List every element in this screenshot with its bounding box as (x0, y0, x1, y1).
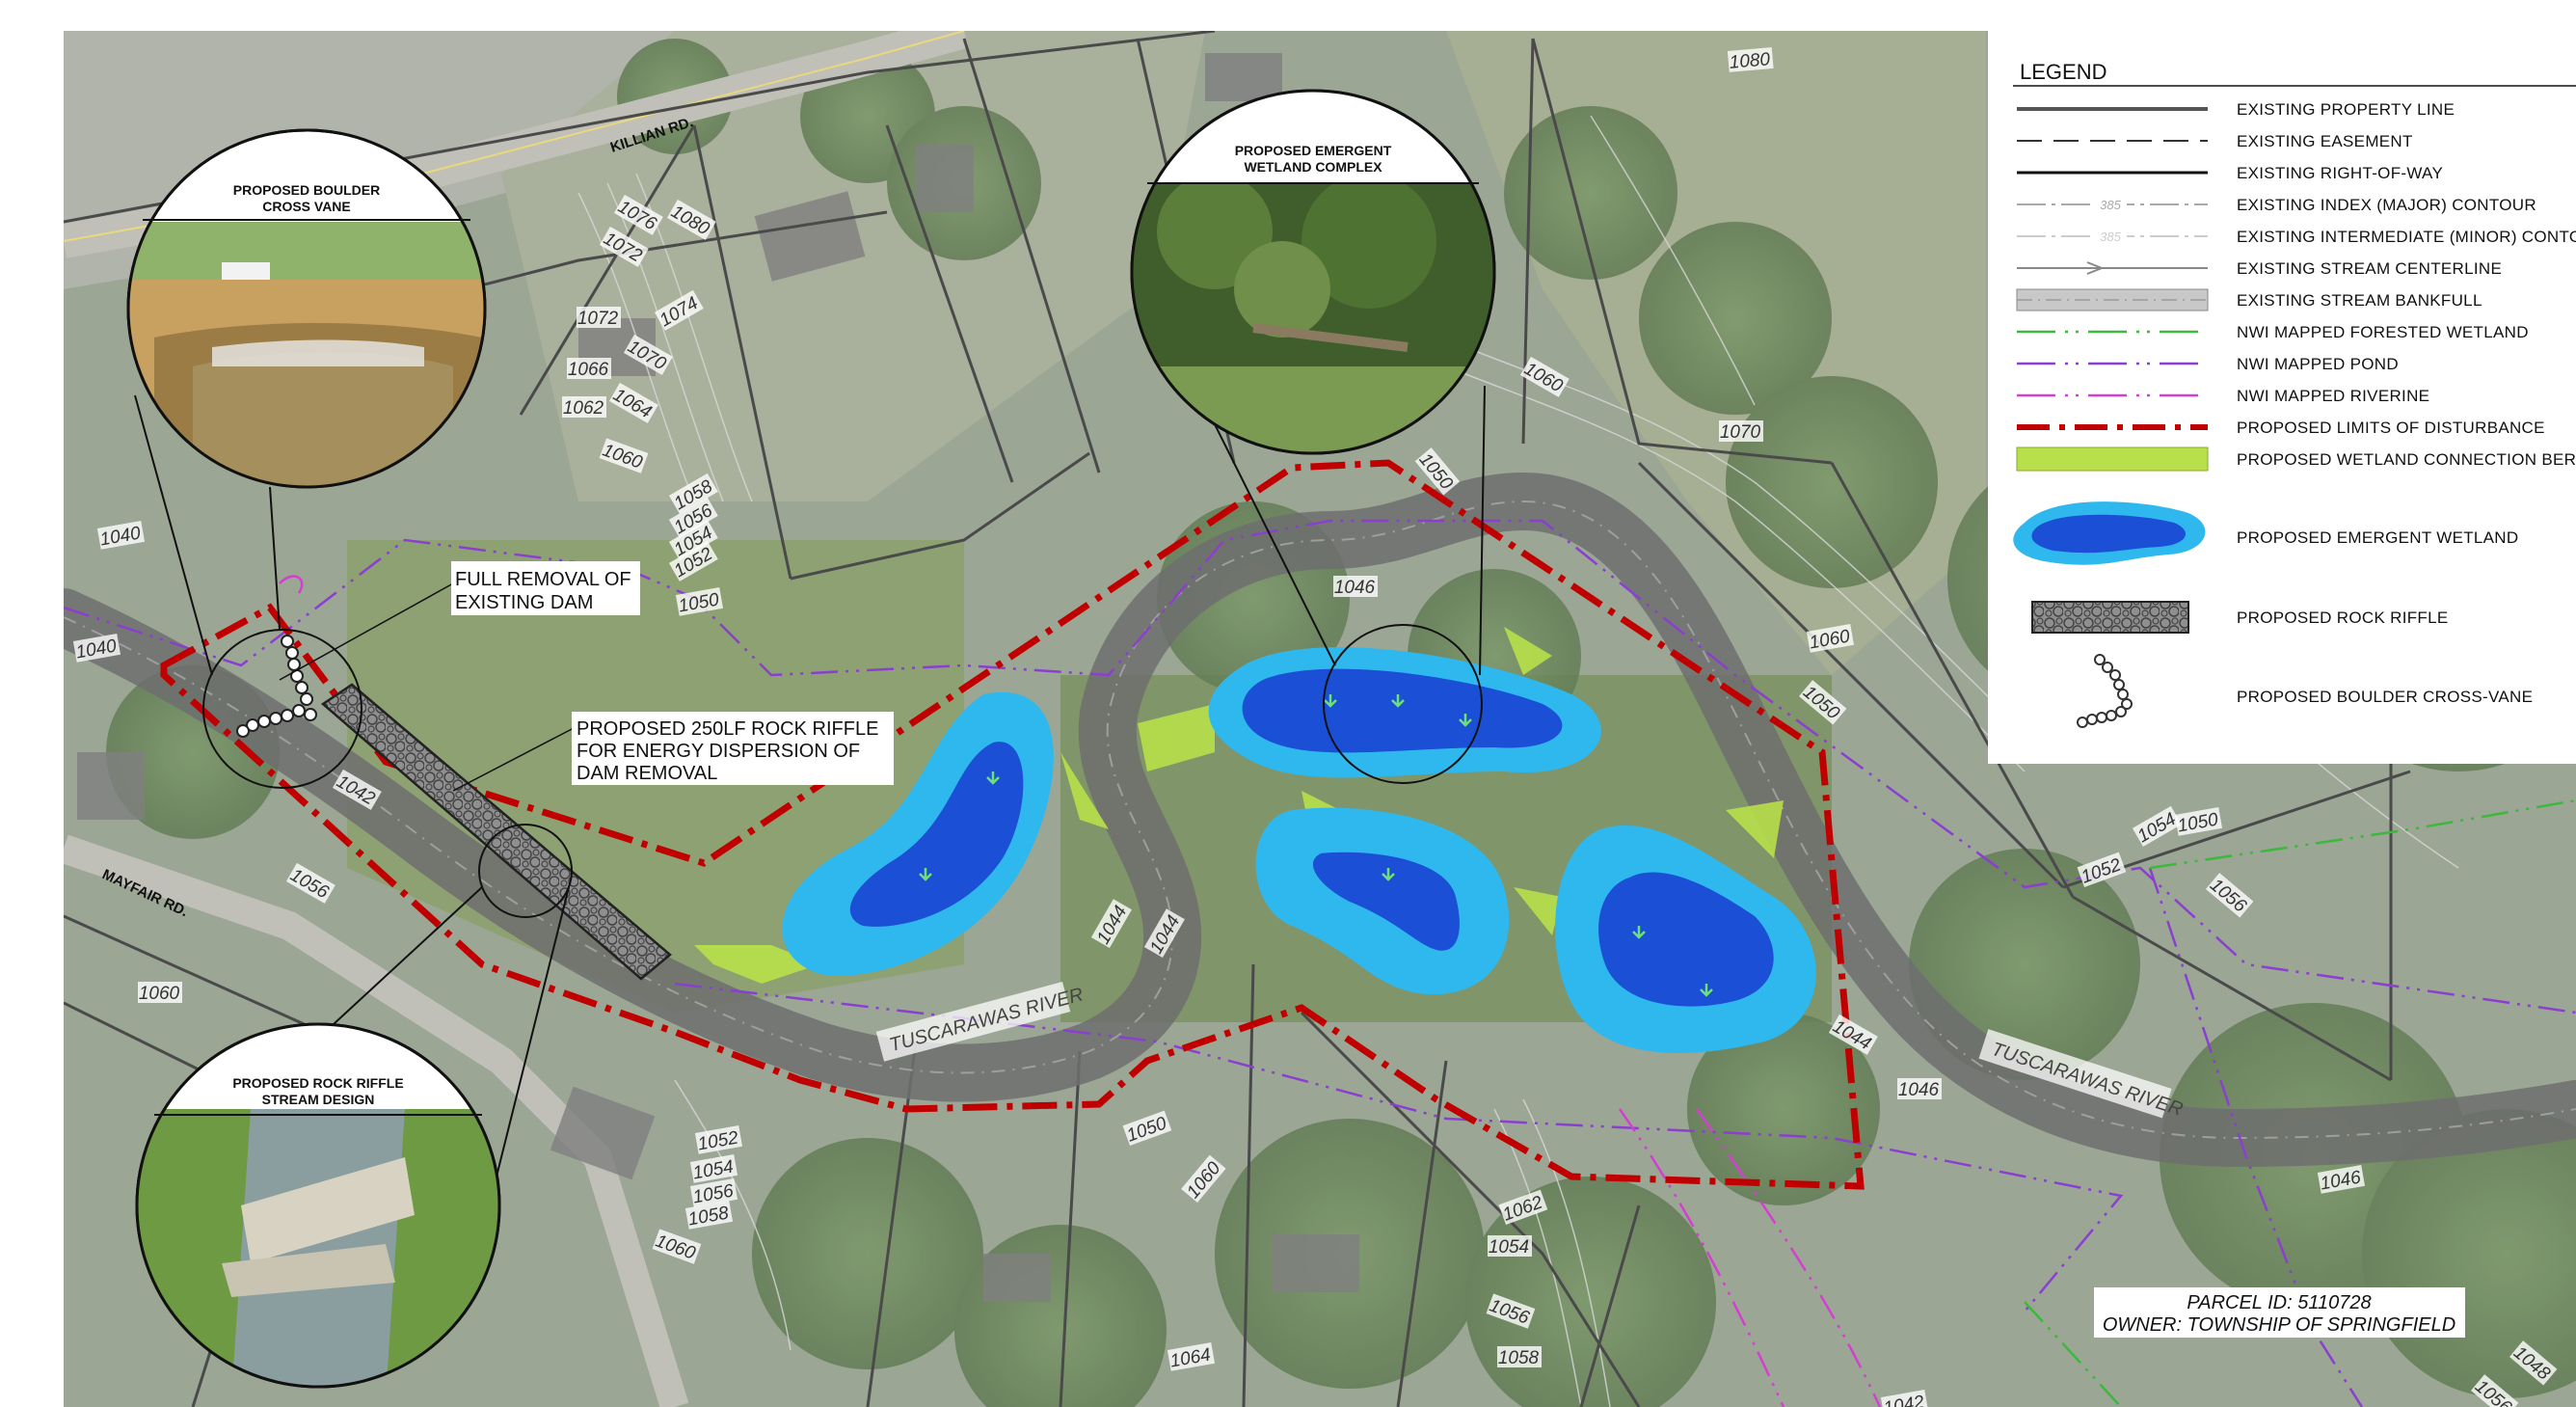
proposed-emergent-wetlands (782, 647, 1816, 1053)
contour-label: 1046 (1333, 576, 1378, 598)
legend-item-label: EXISTING PROPERTY LINE (2237, 100, 2455, 119)
green-fill-rect-icon (2016, 446, 2209, 472)
legend-item-dash-dot-thick-line: PROPOSED LIMITS OF DISTURBANCE (2017, 419, 2545, 437)
photo-circle-3-title-line2: STREAM DESIGN (262, 1092, 375, 1107)
contour-label-text: 1054 (1489, 1237, 1529, 1258)
contour-label: 1054 (689, 1154, 738, 1184)
parcel-owner: OWNER: TOWNSHIP OF SPRINGFIELD (2103, 1314, 2455, 1336)
photo-circle-2-title-line2: WETLAND COMPLEX (1244, 159, 1382, 175)
legend-item-contour-line-385-light: 385 EXISTING INTERMEDIATE (MINOR) CONTOUR (2017, 228, 2576, 246)
contour-line-385-icon: 385 (2017, 196, 2208, 213)
boulder-chain-icon (2077, 654, 2133, 728)
legend-item-dash-dot-line: NWI MAPPED RIVERINE (2017, 387, 2429, 405)
contour-label: 1052 (694, 1125, 743, 1155)
contour-label: 1080 (1727, 46, 1774, 73)
legend-item-label: NWI MAPPED RIVERINE (2237, 387, 2429, 405)
contour-label-text: 1072 (577, 309, 619, 329)
contour-label: 1046 (1897, 1078, 1942, 1100)
contour-label-text: 1046 (1898, 1080, 1940, 1100)
legend-item-contour-line-385: 385 EXISTING INDEX (MAJOR) CONTOUR (2017, 196, 2536, 214)
legend-item-label: EXISTING STREAM CENTERLINE (2237, 259, 2502, 278)
contour-label-text: 1046 (1334, 578, 1376, 598)
wetland-connection-berms (694, 627, 1784, 984)
contour-label: 1062 (562, 396, 606, 419)
legend-item-label: PROPOSED WETLAND CONNECTION BERM (2237, 450, 2576, 469)
contour-line-385-light-icon: 385 (2017, 228, 2208, 245)
contour-label-text: 1060 (139, 984, 180, 1004)
photo-circle-1-title-line1: PROPOSED BOULDER (233, 182, 380, 198)
legend-item-label: PROPOSED ROCK RIFFLE (2237, 609, 2448, 627)
legend-item-dash-dot-line: NWI MAPPED FORESTED WETLAND (2017, 323, 2529, 341)
callout-dam-removal: FULL REMOVAL OF EXISTING DAM (279, 561, 640, 681)
contour-label: 1072 (577, 307, 621, 329)
legend-item-green-fill-rect: PROPOSED WETLAND CONNECTION BERM (2016, 446, 2576, 472)
contour-label-text: 1058 (1498, 1348, 1540, 1368)
contour-label: 1050 (675, 587, 724, 617)
legend-item-dash-dot-line: NWI MAPPED POND (2017, 355, 2399, 373)
legend-title: LEGEND (2020, 60, 2106, 84)
legend-item-label: PROPOSED LIMITS OF DISTURBANCE (2237, 419, 2545, 437)
proposed-rock-riffle (320, 683, 672, 981)
contour-label: 1058 (1497, 1346, 1542, 1368)
contour-label: 1066 (567, 358, 611, 380)
callout-rock-riffle-line2: FOR ENERGY DISPERSION OF (577, 741, 860, 762)
contour-label-text: 1080 (1729, 49, 1771, 73)
photo-circle-2-title-line1: PROPOSED EMERGENT (1235, 143, 1392, 158)
contour-label: 1056 (689, 1178, 738, 1208)
legend-item-gray-band: EXISTING STREAM BANKFULL (2016, 288, 2482, 311)
contour-label: 1070 (1719, 420, 1763, 443)
contour-label-text: 1070 (1720, 422, 1761, 443)
legend-item-label: EXISTING INTERMEDIATE (MINOR) CONTOUR (2237, 228, 2576, 246)
legend-item-label: EXISTING STREAM BANKFULL (2237, 291, 2482, 310)
wetland-blob-icon (2013, 501, 2206, 565)
callout-rock-riffle-line3: DAM REMOVAL (577, 763, 717, 784)
legend-contour-sample: 385 (2100, 230, 2121, 244)
parcel-id: PARCEL ID: 5110728 (2187, 1292, 2371, 1313)
legend-item-label: PROPOSED EMERGENT WETLAND (2237, 528, 2518, 547)
callout-dam-removal-line1: FULL REMOVAL OF (455, 569, 631, 590)
contour-label: 1060 (138, 982, 182, 1004)
legend-item-label: NWI MAPPED FORESTED WETLAND (2237, 323, 2529, 341)
callout-rock-riffle: PROPOSED 250LF ROCK RIFFLE FOR ENERGY DI… (452, 712, 894, 792)
legend-item-label: EXISTING RIGHT-OF-WAY (2237, 164, 2443, 182)
callout-rock-riffle-line1: PROPOSED 250LF ROCK RIFFLE (577, 718, 878, 740)
legend-contour-sample: 385 (2100, 198, 2121, 212)
gray-band-icon (2016, 288, 2209, 311)
legend-item-solid-line: EXISTING RIGHT-OF-WAY (2017, 164, 2443, 182)
contour-lines (577, 115, 2459, 1407)
contour-label: 1054 (1488, 1235, 1532, 1258)
limits-of-disturbance (160, 459, 1865, 1190)
legend-item-label: PROPOSED BOULDER CROSS-VANE (2237, 688, 2533, 706)
legend-item-wetland-blob: PROPOSED EMERGENT WETLAND (2013, 501, 2518, 565)
parcel-info-box: PARCEL ID: 5110728 OWNER: TOWNSHIP OF SP… (2094, 1287, 2465, 1338)
contour-label: 1040 (72, 634, 121, 663)
legend-item-arrow-line: EXISTING STREAM CENTERLINE (2017, 259, 2502, 278)
contour-label-text: 1062 (563, 398, 604, 419)
legend-item-rock-riffle-rect: PROPOSED ROCK RIFFLE (2031, 601, 2448, 634)
photo-circle-1-title-line2: CROSS VANE (262, 199, 351, 214)
legend: LEGEND EXISTING PROPERTY LINE EXISTING EA… (1988, 31, 2576, 764)
legend-item-label: NWI MAPPED POND (2237, 355, 2399, 373)
legend-item-label: EXISTING EASEMENT (2237, 132, 2413, 150)
legend-item-solid-thick-line: EXISTING PROPERTY LINE (2017, 100, 2455, 119)
legend-item-label: EXISTING INDEX (MAJOR) CONTOUR (2237, 196, 2536, 214)
legend-item-long-dash-line: EXISTING EASEMENT (2017, 132, 2413, 150)
contour-label: 1060 (1806, 624, 1855, 654)
arrow-line-icon (2017, 261, 2208, 275)
contour-label-text: 1066 (568, 360, 609, 380)
contour-label: 1064 (1167, 1342, 1216, 1372)
photo-circle-3-title-line1: PROPOSED ROCK RIFFLE (232, 1075, 403, 1091)
rock-riffle-rect-icon (2031, 601, 2189, 634)
callout-dam-removal-line2: EXISTING DAM (455, 592, 593, 613)
contour-label: 1046 (2317, 1165, 2366, 1195)
contour-label: 1042 (1880, 1390, 1929, 1407)
legend-item-boulder-chain: PROPOSED BOULDER CROSS-VANE (2077, 654, 2533, 728)
